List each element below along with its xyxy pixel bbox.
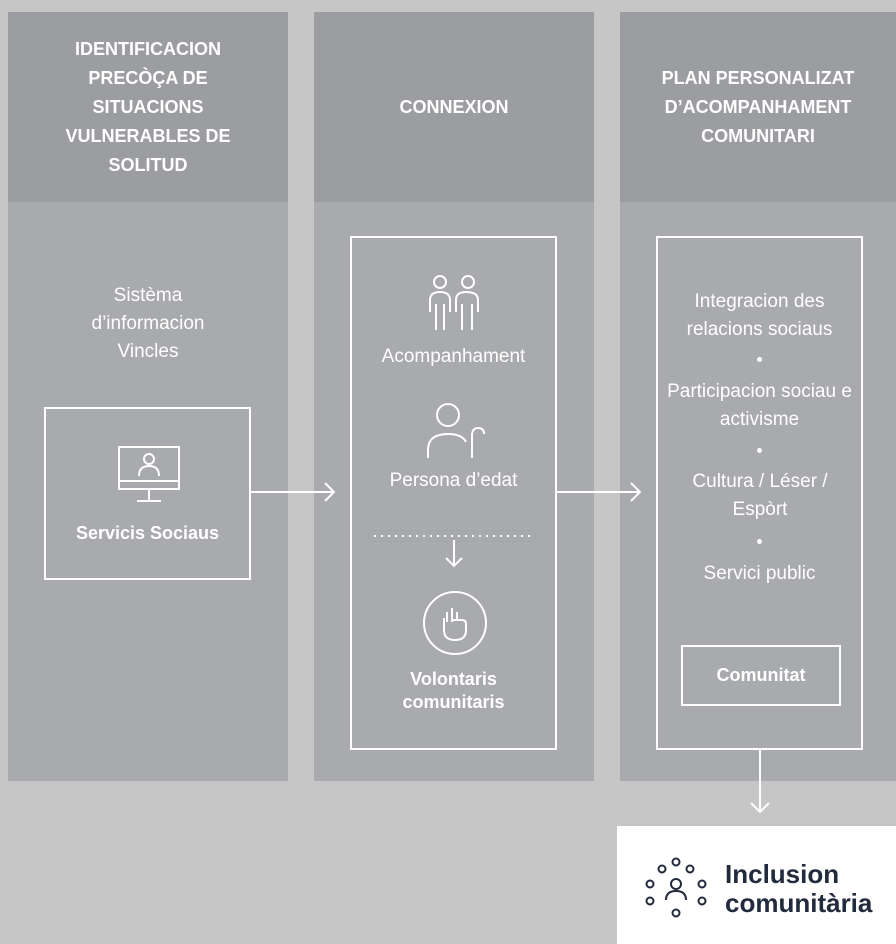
community-circle-icon: [645, 857, 707, 918]
column-2-body: Acompanhament Persona d’edat Volontaris …: [314, 202, 594, 781]
elderly-person-icon: [427, 403, 485, 458]
community-label: Comunitat: [716, 665, 806, 685]
list-item-social-relations: Integracion des relacions sociaus: [686, 291, 833, 340]
bullet-dot: [757, 448, 762, 453]
arrow-down-icon: [445, 540, 463, 568]
accompaniment-label: Acompanhament: [381, 346, 526, 367]
dotted-divider: [374, 535, 534, 537]
column-1-header: IDENTIFICACION PRECÒÇA DE SITUACIONS VUL…: [8, 12, 288, 202]
list-item-culture: Cultura / Léser / Espòrt: [692, 471, 828, 520]
bullet-dot: [757, 357, 762, 362]
column-3-body: Integracion des relacions sociaus Partic…: [620, 202, 896, 781]
column-3-header: PLAN PERSONALIZAT D’ACOMPANHAMENT COMUNI…: [620, 12, 896, 202]
community-inclusion-label: Inclusion comunitària: [725, 859, 873, 918]
social-services-box: Servicis Sociaus: [44, 407, 251, 580]
list-item-public-service: Servici public: [703, 563, 816, 584]
column-3-title: PLAN PERSONALIZAT D’ACOMPANHAMENT COMUNI…: [661, 67, 855, 146]
computer-user-icon: [118, 446, 180, 502]
volunteers-label: Volontaris comunitaris: [402, 669, 505, 712]
two-people-icon: [429, 275, 479, 330]
column-1-title: IDENTIFICACION PRECÒÇA DE SITUACIONS VUL…: [65, 38, 231, 175]
community-inclusion-result: Inclusion comunitària: [617, 826, 896, 944]
elderly-person-label: Persona d’edat: [389, 470, 518, 491]
bullet-dot: [757, 539, 762, 544]
raised-hand-icon: [423, 591, 487, 655]
connection-box: Acompanhament Persona d’edat Volontaris …: [350, 236, 557, 750]
column-2-title: CONNEXION: [399, 96, 509, 117]
community-box: Comunitat: [681, 645, 841, 706]
social-services-label: Servicis Sociaus: [75, 523, 220, 543]
plan-box: Integracion des relacions sociaus Partic…: [656, 236, 863, 750]
list-item-participation: Participacion sociau e activisme: [667, 381, 852, 430]
column-2-header: CONNEXION: [314, 12, 594, 202]
info-system-label: Sistèma d’informacion Vincles: [91, 285, 205, 362]
column-1-body: Sistèma d’informacion Vincles Servicis S…: [8, 202, 288, 781]
